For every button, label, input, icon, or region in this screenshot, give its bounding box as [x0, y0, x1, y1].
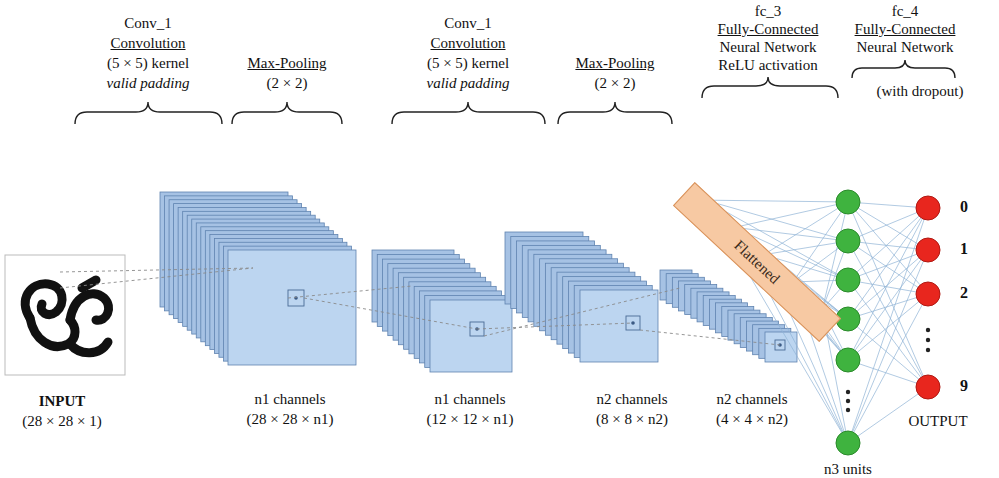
activation-name: ReLU activation — [718, 56, 818, 74]
connection-line — [822, 202, 848, 309]
brace — [232, 102, 342, 124]
layer-name: fc_4 — [892, 2, 919, 20]
projection-line — [484, 288, 680, 336]
hidden-neuron — [836, 229, 860, 253]
feature-map — [228, 250, 356, 365]
connection-line — [848, 250, 928, 360]
class-label: 2 — [960, 284, 968, 302]
output-title: OUTPUT — [908, 412, 967, 430]
connection-line — [848, 241, 928, 387]
projection-line — [288, 286, 412, 298]
class-label: 1 — [960, 240, 968, 258]
kernel-size: (5 × 5) kernel — [107, 54, 189, 72]
hidden-neuron — [836, 268, 860, 292]
output-neuron — [916, 375, 940, 399]
projection-line — [477, 323, 633, 329]
operation-name: Max-Pooling — [575, 54, 654, 72]
feature-map — [430, 300, 512, 372]
connection-line — [848, 360, 928, 387]
hidden-neuron — [836, 348, 860, 372]
output-neuron — [916, 282, 940, 306]
hidden-neuron — [836, 431, 860, 455]
layer-name: Conv_1 — [444, 14, 492, 32]
layer-name: fc_3 — [755, 2, 782, 20]
connection-line — [764, 202, 848, 255]
pool-size: (2 × 2) — [595, 74, 636, 92]
operation-name: Max-Pooling — [247, 54, 326, 72]
feature-map-stack — [505, 232, 658, 362]
operation-name: Convolution — [110, 34, 185, 52]
output-neuron — [916, 238, 940, 262]
input-title: INPUT — [39, 392, 86, 410]
operation-name: Convolution — [430, 34, 505, 52]
tensor-shape: (28 × 28 × n1) — [247, 410, 334, 428]
ellipsis-dot — [846, 390, 850, 394]
output-neuron — [916, 196, 940, 220]
brace — [702, 77, 838, 98]
brace — [75, 102, 222, 124]
connection-line — [848, 250, 928, 280]
class-label: 9 — [960, 377, 968, 395]
tensor-shape: (4 × 4 × n2) — [716, 410, 788, 428]
operation-name: Neural Network — [719, 38, 816, 56]
field-dot — [294, 296, 298, 300]
pool-size: (2 × 2) — [267, 74, 308, 92]
connection-line — [735, 202, 848, 227]
projection-line — [60, 268, 253, 288]
ellipsis-dot — [926, 348, 930, 352]
operation-name: Fully-Connected — [718, 20, 819, 38]
connection-line — [705, 200, 848, 202]
brace — [558, 102, 672, 124]
hidden-neuron — [836, 190, 860, 214]
connection-line — [848, 208, 928, 360]
channel-count: n2 channels — [716, 390, 787, 408]
operation-name: Neural Network — [856, 38, 953, 56]
operation-name: Fully-Connected — [855, 20, 956, 38]
connection-line — [848, 208, 928, 319]
tensor-shape: (28 × 28 × 1) — [22, 412, 101, 430]
brace — [852, 60, 955, 78]
class-label: 0 — [960, 198, 968, 216]
projection-line — [640, 330, 780, 345]
input-image — [5, 255, 125, 375]
connection-line — [848, 294, 928, 319]
feature-map — [580, 290, 658, 362]
tensor-shape: (12 × 12 × n1) — [427, 410, 514, 428]
feature-map-stack — [372, 250, 512, 372]
kernel-size: (5 × 5) kernel — [427, 54, 509, 72]
connection-line — [848, 294, 928, 360]
channel-count: n1 channels — [434, 390, 505, 408]
dropout-note: (with dropout) — [876, 82, 963, 100]
channel-count: n1 channels — [254, 390, 325, 408]
tensor-shape: (8 × 8 × n2) — [596, 410, 668, 428]
ellipsis-dot — [926, 328, 930, 332]
padding-type: valid padding — [427, 74, 510, 92]
brace — [392, 102, 545, 124]
unit-count: n3 units — [824, 460, 872, 478]
ellipsis-dot — [846, 408, 850, 412]
channel-count: n2 channels — [596, 390, 667, 408]
braces — [75, 60, 955, 124]
connection-line — [764, 241, 848, 255]
padding-type: valid padding — [107, 74, 190, 92]
input-glyph — [25, 280, 108, 353]
feature-map-stack — [160, 192, 356, 365]
layer-name: Conv_1 — [124, 14, 172, 32]
connection-line — [848, 319, 928, 387]
projection-line — [304, 298, 477, 329]
ellipsis-dot — [926, 338, 930, 342]
ellipsis-dot — [846, 399, 850, 403]
layer-label: Flattened — [730, 236, 783, 287]
